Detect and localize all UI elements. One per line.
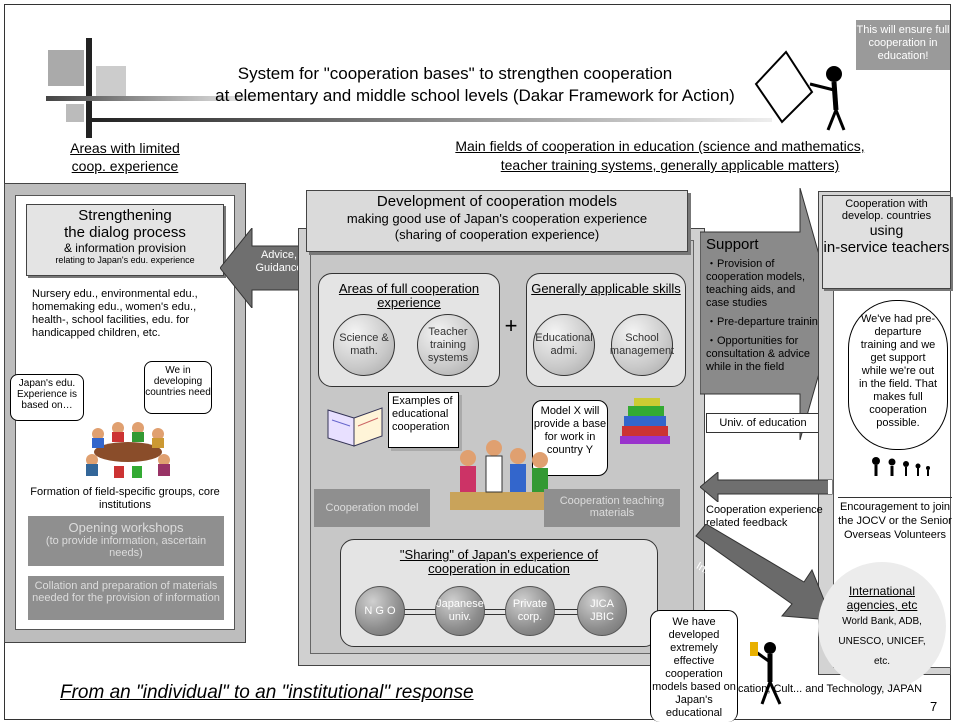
left-heading-line-2: coop. experience <box>71 158 179 174</box>
person-with-key-icon <box>750 642 782 705</box>
full-areas-title: Areas of full cooperation experience <box>338 281 480 310</box>
books-icon <box>620 398 670 444</box>
dialog-box: Strengthening the dialog process & infor… <box>26 204 224 276</box>
info-transmission-arrow <box>695 524 833 621</box>
intl-body: World Bank, ADB, UNESCO, UNICEF, etc. <box>838 616 926 667</box>
callout-top: This will ensure full cooperation in edu… <box>856 20 950 70</box>
pre-departure-bubble: We've had pre-departure training and we … <box>848 300 948 450</box>
decor-squares-2 <box>96 66 126 96</box>
support-title: Support <box>706 236 759 253</box>
univ-of-education: Univ. of education <box>706 413 820 433</box>
bubble-japan-experience: Japan's edu. Experience is based on… <box>10 374 84 421</box>
left-heading: Areas with limited coop. experience <box>40 139 210 175</box>
right-heading-1: Cooperation with <box>845 198 928 210</box>
title-underline <box>92 118 772 122</box>
ngo-circle: N G O <box>355 586 405 636</box>
edu-admin-circle: Educational admi. <box>533 314 595 376</box>
jica-circle: JICA JBIC <box>577 586 627 636</box>
encouragement-text: Encouragement to join the JOCV or the Se… <box>838 497 952 542</box>
support-item-3: ・Opportunities for consultation & advice… <box>706 335 810 373</box>
dialog-line-2: the dialog process <box>64 224 186 241</box>
right-teachers: in-service teachers <box>823 239 950 256</box>
bubble-we-need: We in developing countries need <box>144 361 212 414</box>
feedback-arrow <box>700 472 833 502</box>
sharing-connector <box>381 609 621 615</box>
left-heading-line-1: Areas with limited <box>70 140 180 156</box>
ministry-text: cation, Cult... and Technology, JAPAN <box>738 683 923 695</box>
science-circle: Science & math. <box>333 314 395 376</box>
formation-text: Formation of field-specific groups, core… <box>30 486 220 511</box>
decor-squares <box>48 50 84 86</box>
effective-models-bubble: We have developed extremely effective co… <box>650 610 738 722</box>
decor-cross <box>86 38 92 138</box>
main-heading-line-1: Main fields of cooperation in education … <box>455 138 865 154</box>
center-subtitle-2: (sharing of cooperation experience) <box>394 227 600 242</box>
plus-sign: + <box>504 313 518 338</box>
callout-top-text: This will ensure full cooperation in edu… <box>856 24 950 62</box>
dialog-line-4: relating to Japan's edu. experience <box>55 255 195 265</box>
support-items: ・Provision of cooperation models, teachi… <box>706 258 825 374</box>
general-skills-title: Generally applicable skills <box>531 281 681 296</box>
dialog-line-1: Strengthening <box>78 207 172 224</box>
slide-title: System for "cooperation bases" to streng… <box>110 63 800 107</box>
decor-squares-3 <box>66 104 84 122</box>
limited-areas-text: Nursery edu., environmental edu., homema… <box>32 288 198 339</box>
left-panel: Strengthening the dialog process & infor… <box>10 195 235 630</box>
meeting-table-illustration <box>86 422 170 478</box>
workshops-box: Opening workshops (to provide informatio… <box>28 516 224 566</box>
main-heading: Main fields of cooperation in education … <box>370 137 950 175</box>
general-skills-box: Generally applicable skills Educational … <box>526 273 686 387</box>
center-header: Development of cooperation models making… <box>306 190 688 252</box>
support-item-2: ・Pre-departure training <box>706 316 825 328</box>
teaching-materials-box: Cooperation teaching materials <box>544 489 680 527</box>
sharing-box: "Sharing" of Japan's experience of coope… <box>340 539 658 647</box>
school-management-circle: School management <box>610 314 674 376</box>
intl-agencies-circle: International agencies, etc World Bank, … <box>818 562 946 690</box>
sharing-title: "Sharing" of Japan's experience of coope… <box>399 547 599 576</box>
examples-callout: Examples of educational cooperation <box>388 392 459 448</box>
teacher-training-circle: Teacher training systems <box>417 314 479 376</box>
private-corp-circle: Private corp. <box>505 586 555 636</box>
right-using: using <box>869 222 904 238</box>
collation-box: Collation and preparation of materials n… <box>28 576 224 620</box>
intl-title: International agencies, etc <box>846 584 918 612</box>
support-item-1: ・Provision of cooperation models, teachi… <box>706 258 806 309</box>
right-heading-2: develop. countries <box>841 210 932 222</box>
workshops-title: Opening workshops <box>68 520 184 535</box>
full-areas-box: Areas of full cooperation experience Sci… <box>318 273 500 387</box>
dialog-line-3: & information provision <box>63 241 187 255</box>
page-number: 7 <box>930 699 938 714</box>
decor-cross-bar <box>46 96 276 101</box>
open-book-icon <box>327 407 383 447</box>
group-discussion-illustration <box>450 440 550 510</box>
title-line-2: at elementary and middle school levels (… <box>215 86 735 105</box>
right-heading-box: Cooperation with develop. countries usin… <box>822 195 951 289</box>
workshops-sub: (to provide information, ascertain needs… <box>45 535 207 559</box>
feedback-text: Cooperation experience related feedback <box>706 504 823 529</box>
japanese-univ-circle: Japanese univ. <box>435 586 485 636</box>
walking-people-icon <box>872 457 930 476</box>
advice-label: Advice, Guidance <box>255 249 303 274</box>
bottom-title: From an "individual" to an "institutiona… <box>60 682 474 703</box>
center-title: Development of cooperation models <box>376 193 618 210</box>
title-line-1: System for "cooperation bases" to streng… <box>237 64 673 83</box>
main-heading-line-2: teacher training systems, generally appl… <box>500 157 840 173</box>
center-subtitle-1: making good use of Japan's cooperation e… <box>346 211 648 226</box>
person-with-sign <box>754 50 846 131</box>
cooperation-model-box: Cooperation model <box>314 489 430 527</box>
